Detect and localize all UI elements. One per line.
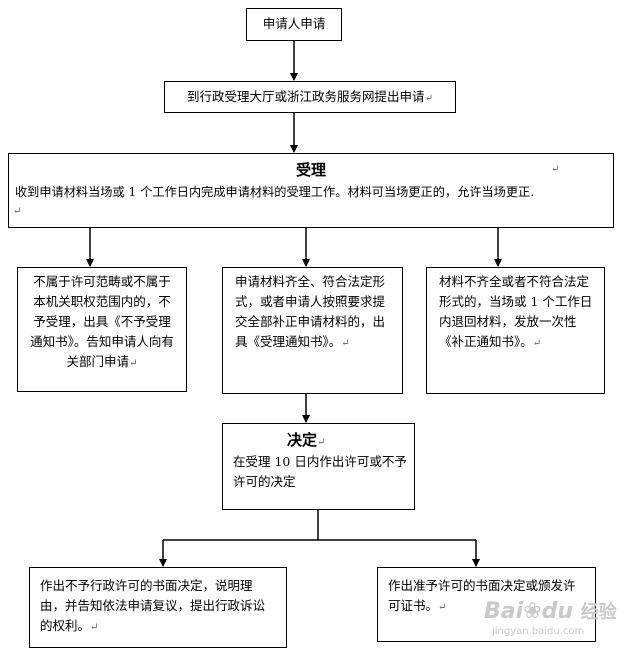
watermark-url: jingyan.baidu.com (492, 626, 585, 637)
paragraph-mark: ↵ (424, 93, 433, 104)
node-branch-right: 材料不齐全或者不符合法定形式的，当场或 1 个工作日内退回材料，发放一次性《补正… (426, 267, 605, 394)
watermark-brand-suffix: du (541, 599, 574, 624)
paragraph-mark: ↵ (317, 437, 326, 448)
watermark-logo: Bai❀du 经验 (484, 600, 620, 625)
paragraph-mark: ↵ (532, 338, 542, 349)
node-decision-body: 在受理 10 日内作出许可或不予许可的决定 (233, 454, 407, 489)
paragraph-mark: ↵ (13, 206, 22, 217)
node-apply-label: 申请人申请 (262, 16, 326, 31)
node-branch-left-text: 不属于许可范畴或不属于本机关职权范围内的，不予受理，出具《不予受理通知书》。告知… (30, 274, 174, 369)
node-apply: 申请人申请 (246, 8, 342, 41)
node-branch-mid: 申请材料齐全、符合法定形式，或者申请人按照要求提交全部补正申请材料的，出具《受理… (222, 267, 403, 394)
watermark-product: 经验 (580, 602, 617, 623)
watermark: Bai❀du 经验 jingyan.baidu.com (484, 600, 620, 652)
node-submit: 到行政受理大厅或浙江政务服务网提出申请↵ (164, 81, 456, 113)
node-accept: 受理 收到申请材料当场或 1 个工作日内完成申请材料的受理工作。材料可当场更正的… (8, 153, 614, 228)
paragraph-mark: ↵ (341, 338, 350, 349)
node-result-left-text: 作出不予行政许可的书面决定，说明理由，并告知依法申请复议，提出行政诉讼的权利。 (40, 578, 266, 633)
watermark-brand: Bai (484, 599, 524, 624)
paragraph-mark: ↵ (551, 164, 560, 175)
node-decision-title: 决定 (287, 431, 318, 449)
node-branch-left: 不属于许可范畴或不属于本机关职权范围内的，不予受理，出具《不予受理通知书》。告知… (17, 267, 187, 392)
node-decision: 决定↵ 在受理 10 日内作出许可或不予许可的决定 (222, 423, 415, 510)
paragraph-mark: ↵ (129, 358, 138, 369)
node-accept-title: 受理 (295, 161, 326, 179)
node-submit-label: 到行政受理大厅或浙江政务服务网提出申请 (187, 89, 425, 104)
node-result-right-text: 作出准予许可的书面决定或颁发许可证书。 (388, 578, 576, 613)
node-decision-title-row: 决定↵ (287, 430, 325, 453)
paragraph-mark: ↵ (438, 602, 447, 613)
node-accept-body: 收到申请材料当场或 1 个工作日内完成申请材料的受理工作。材料可当场更正的，允许… (15, 185, 535, 199)
node-branch-mid-text: 申请材料齐全、符合法定形式，或者申请人按照要求提交全部补正申请材料的，出具《受理… (235, 274, 386, 349)
node-result-right: 作出准予许可的书面决定或颁发许可证书。↵ (377, 567, 596, 642)
node-branch-right-text: 材料不齐全或者不符合法定形式的，当场或 1 个工作日内退回材料，发放一次性《补正… (439, 274, 593, 349)
paragraph-mark: ↵ (90, 622, 99, 633)
paw-icon: ❀ (523, 599, 542, 624)
node-result-left: 作出不予行政许可的书面决定，说明理由，并告知依法申请复议，提出行政诉讼的权利。↵ (29, 567, 287, 648)
